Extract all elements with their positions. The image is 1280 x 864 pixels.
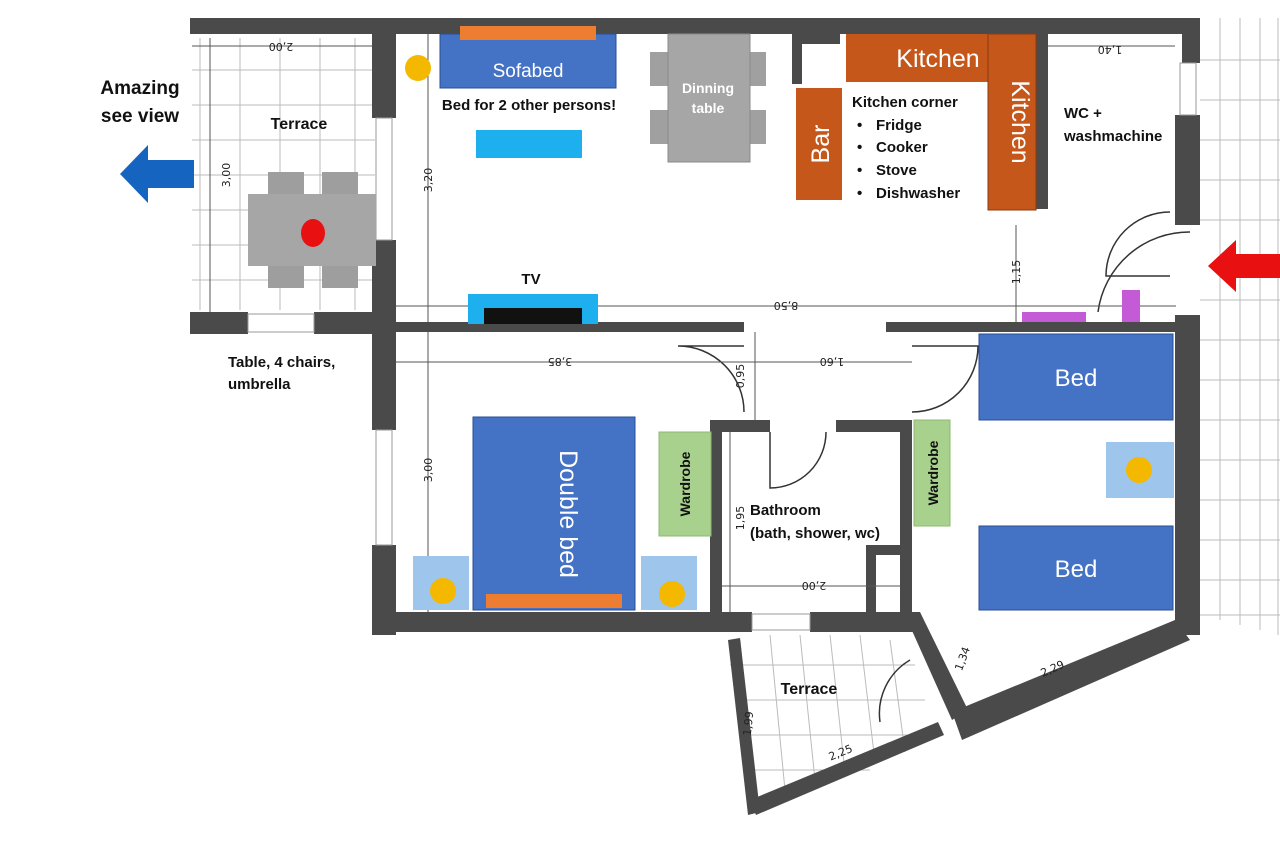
sofabed <box>439 33 617 89</box>
list-item: Fridge <box>876 117 922 134</box>
bar-label: Bar <box>807 125 835 164</box>
dim-bedroom-depth: 3,00 <box>422 458 435 483</box>
dim-wc-width: 1,40 <box>1098 43 1123 56</box>
svg-text:•: • <box>857 139 862 156</box>
bar-counter <box>796 88 842 200</box>
shoe-rack <box>1022 312 1086 322</box>
wardrobe-left <box>658 431 712 537</box>
list-item: Stove <box>876 162 917 179</box>
coat-stand <box>1122 290 1140 322</box>
lamp-icon <box>659 581 685 607</box>
sofabed-pillow <box>460 26 596 40</box>
dim-entrance-depth: 1,15 <box>1010 260 1023 285</box>
dim-hall-width: 1,60 <box>820 355 845 368</box>
bed-top-label: Bed <box>1055 365 1098 392</box>
double-bed-label: Double bed <box>554 450 582 578</box>
kitchen-top-label: Kitchen <box>896 45 979 73</box>
terrace-table-set <box>248 172 376 288</box>
dim-living-depth: 3,20 <box>422 168 435 193</box>
wc-label-line1: WC + <box>1064 105 1102 122</box>
list-item: Dishwasher <box>876 185 960 202</box>
terrace-left-label: Terrace <box>271 116 328 133</box>
wardrobe-right-label: Wardrobe <box>925 440 941 505</box>
view-note-line1: Amazing <box>100 78 179 99</box>
right-balcony-grid <box>1200 18 1280 635</box>
dim-bath-depth: 1,95 <box>734 506 747 531</box>
dinning-table-line1: Dinning <box>682 80 734 96</box>
dim-bath-width: 2,00 <box>802 579 827 592</box>
terrace-note-line2: umbrella <box>228 376 291 393</box>
double-bed-pillow <box>486 594 622 608</box>
dinning-table-line2: table <box>692 100 725 116</box>
umbrella-icon <box>301 219 325 247</box>
double-bed <box>472 416 636 611</box>
view-note-line2: see view <box>101 106 179 127</box>
kitchen-corner-list: • Fridge • Cooker • Stove • Dishwasher <box>857 117 960 202</box>
tv-screen <box>484 308 582 324</box>
doors <box>677 211 1191 723</box>
svg-text:•: • <box>857 162 862 179</box>
dim-bedroom-length: 3,85 <box>548 355 573 368</box>
entrance-arrow-icon <box>1208 240 1280 292</box>
kitchen-corner-title: Kitchen corner <box>852 94 958 111</box>
bathroom-label-line2: (bath, shower, wc) <box>750 525 880 542</box>
dim-hall-depth: 0,95 <box>734 364 747 389</box>
sofabed-note: Bed for 2 other persons! <box>442 97 616 114</box>
tv-label: TV <box>521 271 540 288</box>
lamp-icon <box>405 55 431 81</box>
lamp-icon <box>430 578 456 604</box>
view-arrow-icon <box>120 145 194 203</box>
dim-terrace2-depth: 1,99 <box>741 711 756 737</box>
list-item: Cooker <box>876 139 928 156</box>
dinning-table-set <box>650 33 766 163</box>
bed-top <box>978 333 1174 421</box>
bed-bottom-label: Bed <box>1055 556 1098 583</box>
kitchen-side-label: Kitchen <box>1006 80 1034 163</box>
walls <box>190 18 1200 815</box>
bed-bottom <box>978 525 1174 611</box>
dim-terrace-depth: 3,00 <box>220 163 233 188</box>
dim-terrace-width: 2,00 <box>269 40 294 53</box>
dim-balcony-side: 1,34 <box>952 645 973 672</box>
wardrobe-left-label: Wardrobe <box>677 451 693 516</box>
wardrobe-right <box>913 419 951 527</box>
svg-text:•: • <box>857 185 862 202</box>
svg-text:•: • <box>857 117 862 134</box>
blue-cushion <box>476 130 582 158</box>
terrace-bottom-label: Terrace <box>781 681 838 698</box>
dim-total-length: 8,50 <box>774 299 799 312</box>
windows <box>247 62 1197 631</box>
bathroom-label-line1: Bathroom <box>750 502 821 519</box>
lamp-icon <box>1126 457 1152 483</box>
wc-label-line2: washmachine <box>1063 128 1162 145</box>
kitchen-side-counter <box>987 33 1037 211</box>
sofabed-label: Sofabed <box>493 61 564 82</box>
terrace-note-line1: Table, 4 chairs, <box>228 354 335 371</box>
